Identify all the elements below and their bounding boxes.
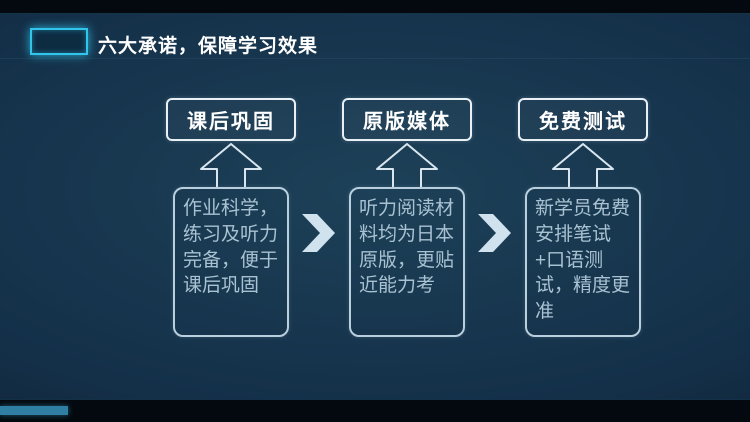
column-body: 听力阅读材料均为日本原版，更贴近能力考 bbox=[349, 187, 465, 337]
bottom-decorative-band bbox=[0, 399, 750, 422]
column-body: 新学员免费安排笔试+口语测试，精度更准 bbox=[525, 187, 641, 337]
column-header: 原版媒体 bbox=[342, 98, 472, 141]
title-accent-box bbox=[30, 28, 88, 55]
column-header: 课后巩固 bbox=[166, 98, 296, 141]
chevron-right-wrap bbox=[472, 214, 518, 252]
promise-column-1: 课后巩固 作业科学，练习及听力完备，便于课后巩固 bbox=[166, 98, 296, 337]
up-arrow-icon bbox=[552, 143, 614, 189]
up-arrow-icon bbox=[376, 143, 438, 189]
top-seam-line bbox=[0, 58, 750, 59]
slide-title: 六大承诺，保障学习效果 bbox=[98, 36, 319, 57]
promise-column-2: 原版媒体 听力阅读材料均为日本原版，更贴近能力考 bbox=[342, 98, 472, 337]
promise-columns: 课后巩固 作业科学，练习及听力完备，便于课后巩固 原版媒体 听力阅读材料均为日本… bbox=[166, 98, 648, 337]
column-body: 作业科学，练习及听力完备，便于课后巩固 bbox=[173, 187, 289, 337]
column-header: 免费测试 bbox=[518, 98, 648, 141]
bottom-accent-bar bbox=[0, 406, 68, 415]
chevron-right-icon bbox=[478, 214, 511, 252]
chevron-right-wrap bbox=[296, 214, 342, 252]
up-arrow-icon bbox=[200, 143, 262, 189]
chevron-right-icon bbox=[302, 214, 335, 252]
promise-column-3: 免费测试 新学员免费安排笔试+口语测试，精度更准 bbox=[518, 98, 648, 337]
top-decorative-band bbox=[0, 0, 750, 14]
